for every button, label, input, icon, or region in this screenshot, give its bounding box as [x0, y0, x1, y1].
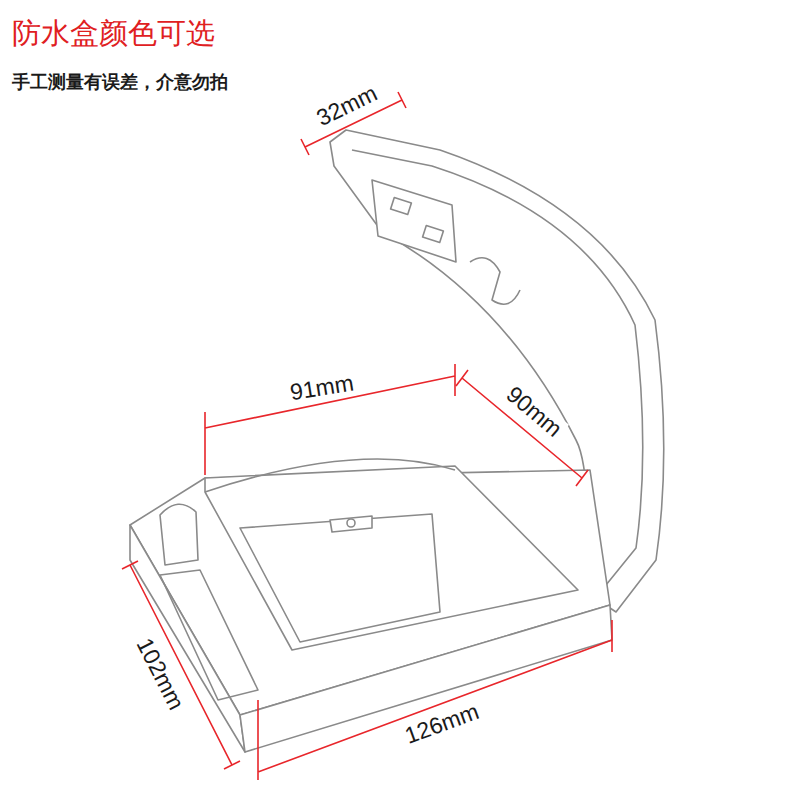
latch-slot [391, 198, 412, 215]
latch-slot [423, 226, 444, 243]
dimension-lines [122, 92, 612, 780]
dimension-line [122, 561, 240, 769]
tray-wall [205, 466, 578, 650]
dimension-line [205, 364, 455, 475]
dimension-label: 91mm [285, 370, 358, 406]
tray-window [240, 514, 440, 642]
heading: 防水盒颜色可选 [12, 14, 215, 54]
tray-rim [205, 459, 455, 492]
hinge-clip [160, 504, 198, 565]
dimension-label: 126mm [399, 698, 485, 750]
tray-tab [330, 516, 372, 532]
screw-hole [347, 519, 355, 527]
dimension-line [258, 620, 612, 780]
lid-latch [372, 180, 456, 262]
dimension-line [456, 370, 588, 486]
dimension-label: 32mm [310, 79, 384, 132]
lid-notch [470, 258, 520, 304]
note: 手工测量有误差，介意勿拍 [12, 70, 228, 94]
